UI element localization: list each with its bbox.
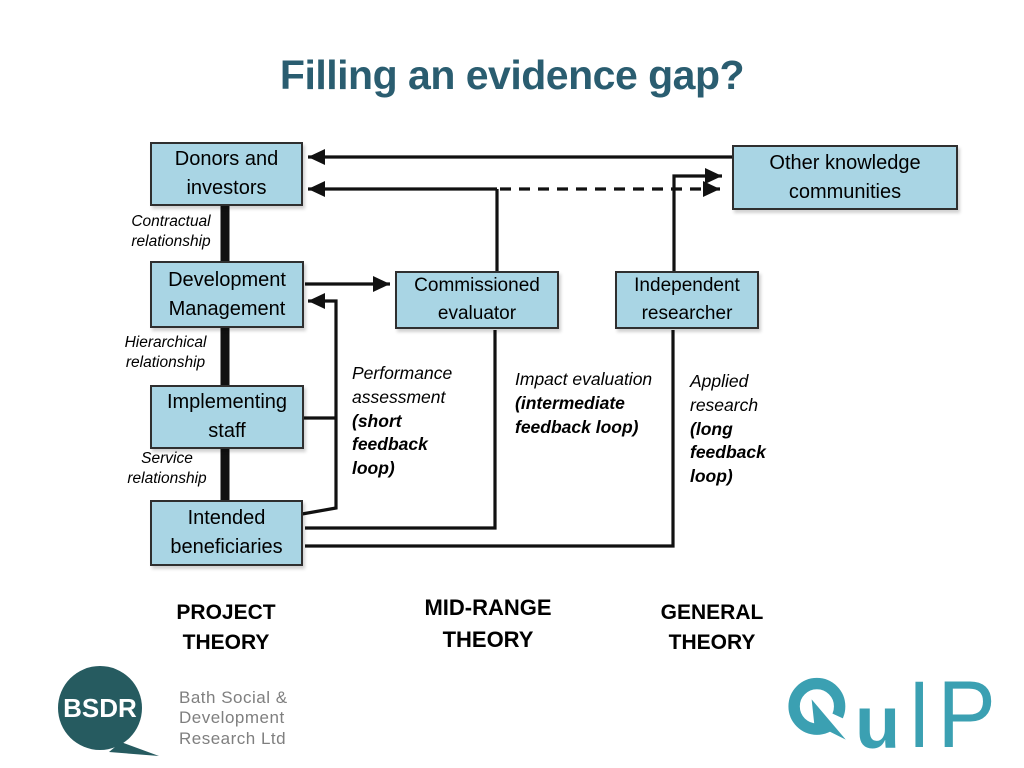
note-performance-plain: Performance assessment [352,363,453,407]
box-development-management: Development Management [150,261,304,328]
note-applied-research: Applied research (long feedback loop) [690,370,792,489]
note-performance-assessment: Performance assessment (short feedback l… [352,362,470,481]
note-impact-plain: Impact evaluation [515,369,653,389]
note-impact-evaluation: Impact evaluation (intermediate feedback… [515,368,655,439]
box-independent-researcher: Independent researcher [615,271,759,329]
bsdr-org-line2: Development [179,708,285,728]
bsdr-logo: BSDR Bath Social & Development Research … [55,664,315,759]
box-donors-investors: Donors and investors [150,142,303,206]
arrow-independent-to-okc [672,168,722,271]
note-impact-bold: (intermediate feedback loop) [515,392,639,437]
quip-q-icon [788,677,852,742]
label-hierarchical-relationship: Hierarchical relationship [124,334,207,372]
bsdr-org-line3: Research Ltd [179,728,287,748]
label-project-theory: PROJECT THEORY [176,601,276,655]
label-general-theory: GENERAL THEORY [660,601,764,655]
label-service-relationship: Service relationship [127,450,207,488]
note-applied-bold: (long feedback loop) [690,418,766,487]
bsdr-acronym: BSDR [63,693,137,723]
bsdr-org-line1: Bath Social & [179,688,288,707]
box-commissioned-evaluator: Commissioned evaluator [395,271,559,329]
box-implementing-staff: Implementing staff [150,385,304,449]
intermediate-feedback-loop-line [305,330,497,530]
bsdr-bubble-icon: BSDR [58,666,159,756]
box-intended-beneficiaries: Intended beneficiaries [150,500,303,566]
label-mid-range-theory: MID-RANGE THEORY [424,595,552,652]
quip-letter-u: u [855,680,901,764]
slide-title: Filling an evidence gap? [279,52,745,98]
bsdr-org-name: Bath Social & Development Research Ltd [179,688,288,749]
long-feedback-loop-line [305,330,675,548]
quip-letter-i: I [908,661,931,768]
quip-logo: u I P [788,661,998,768]
short-feedback-loop-line [301,293,338,516]
note-applied-plain: Applied research [690,371,759,415]
box-other-knowledge-communities: Other knowledge communities [732,145,958,210]
note-performance-bold: (short feedback loop) [352,410,428,479]
quip-letter-p: P [937,661,996,768]
label-contractual-relationship: Contractual relationship [131,213,211,251]
